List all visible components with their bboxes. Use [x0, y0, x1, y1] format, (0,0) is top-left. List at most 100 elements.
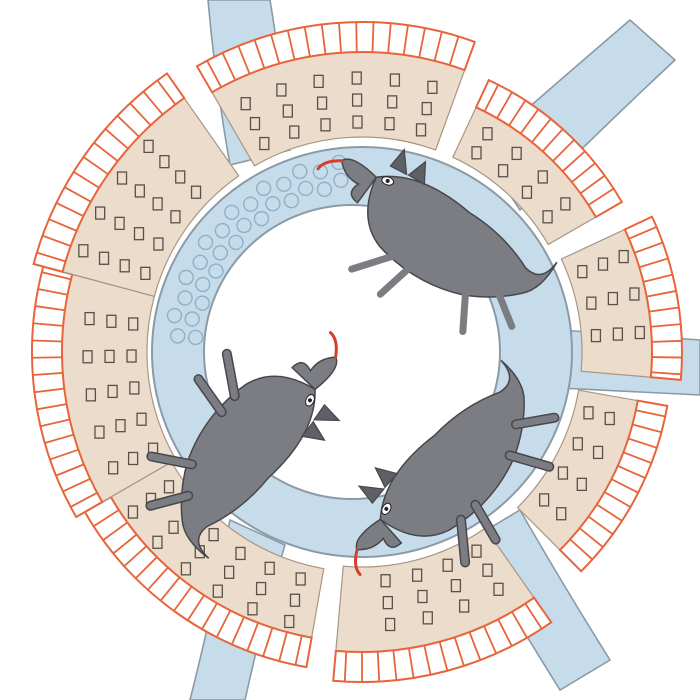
building-roof: [474, 78, 624, 219]
window: [604, 411, 615, 426]
bubble: [283, 192, 300, 209]
window: [576, 477, 587, 492]
bubble: [242, 196, 259, 212]
window: [387, 95, 398, 109]
window: [108, 461, 119, 475]
window: [284, 614, 295, 629]
window: [289, 125, 300, 139]
window: [212, 584, 223, 598]
bubble: [316, 181, 333, 197]
window: [295, 572, 306, 586]
window: [106, 314, 117, 328]
window: [116, 171, 128, 185]
wolf-top-right: [316, 148, 558, 336]
bubble: [170, 328, 186, 344]
bubble: [195, 276, 211, 293]
window: [556, 507, 567, 521]
water-bubbles: [166, 154, 349, 346]
window: [382, 595, 393, 610]
building-roof: [623, 215, 683, 381]
bubble: [166, 307, 183, 324]
window: [612, 327, 624, 341]
window: [115, 419, 126, 433]
bubble: [297, 180, 314, 197]
window: [316, 96, 328, 110]
window: [240, 97, 251, 111]
window: [107, 384, 118, 399]
window: [597, 257, 609, 271]
window: [190, 185, 202, 199]
window: [143, 139, 154, 154]
window: [289, 593, 301, 607]
window: [618, 249, 629, 264]
window: [153, 237, 164, 251]
window: [471, 544, 482, 558]
window: [629, 287, 640, 301]
bubble: [255, 180, 272, 196]
window: [180, 562, 192, 576]
building-roof: [32, 72, 186, 273]
wolf-bottom-right: [353, 359, 560, 577]
window: [352, 115, 363, 129]
bubble: [276, 176, 292, 193]
bubble: [197, 234, 214, 251]
bubble: [292, 163, 308, 180]
window: [538, 493, 550, 507]
window: [136, 412, 147, 426]
bubble: [208, 263, 224, 279]
window: [276, 83, 287, 97]
bubble: [178, 269, 194, 286]
window: [114, 216, 125, 231]
window: [511, 146, 522, 161]
window: [85, 388, 97, 402]
window: [422, 611, 433, 625]
window: [607, 291, 619, 306]
window: [159, 155, 170, 169]
window: [140, 266, 151, 280]
window: [163, 480, 175, 494]
window: [255, 581, 267, 596]
window: [572, 437, 583, 451]
bubble: [212, 245, 228, 261]
bubble: [192, 254, 208, 271]
window: [542, 210, 553, 224]
window: [586, 296, 597, 310]
window: [175, 170, 186, 184]
window: [247, 602, 258, 616]
window: [249, 116, 261, 131]
window: [384, 617, 396, 632]
window: [98, 251, 110, 265]
window: [482, 563, 493, 577]
window: [259, 136, 270, 151]
window: [497, 164, 509, 178]
window: [351, 71, 362, 85]
ring-of-buildings: [31, 21, 683, 683]
window: [94, 206, 106, 220]
window: [634, 325, 645, 340]
window: [389, 73, 401, 87]
building-roof: [332, 596, 553, 683]
window: [313, 74, 324, 89]
bubble: [236, 217, 252, 234]
window: [134, 184, 145, 198]
window: [104, 349, 115, 364]
window: [133, 227, 145, 241]
bubble: [253, 210, 270, 227]
window: [127, 505, 139, 519]
window: [82, 350, 93, 364]
window: [152, 535, 163, 549]
window: [537, 170, 548, 184]
window: [282, 104, 293, 118]
window: [320, 118, 331, 132]
window: [168, 520, 179, 534]
window: [380, 574, 391, 588]
window: [427, 80, 438, 94]
bubble: [187, 329, 204, 346]
bubble: [228, 234, 244, 251]
window: [384, 117, 395, 131]
window: [127, 451, 139, 466]
window: [560, 197, 571, 211]
bubble: [194, 295, 210, 311]
window: [482, 127, 493, 141]
